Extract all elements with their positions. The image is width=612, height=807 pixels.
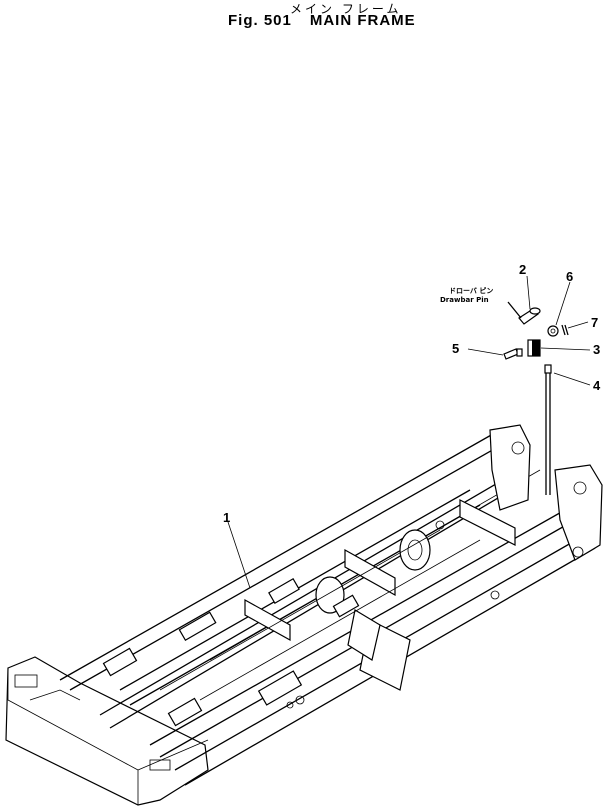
page-title: Fig. 501 MAIN FRAME [228,12,434,29]
cotter-pin-part [561,324,569,336]
callout-3: 3 [593,342,600,357]
bolt-part [503,348,523,360]
drawbar-pin-label-jp: ドローバ ピン [449,286,493,295]
long-bolt-part [544,364,552,495]
drawbar-pin-label-en: Drawbar Pin [440,296,489,304]
callout-1: 1 [223,510,230,525]
collar-part [527,339,541,357]
drawbar-pin-label: ドローバ ピン Drawbar Pin [440,286,493,304]
main-frame-part [5,424,603,806]
drawbar-pin-part [507,301,541,325]
figure-number: Fig. 501 [228,12,292,29]
callout-5: 5 [452,341,459,356]
callout-6: 6 [566,269,573,284]
page-title-japanese: メイン フレーム [290,2,402,16]
figure-title: MAIN FRAME [309,12,416,29]
callout-7: 7 [591,315,598,330]
leader-lines [227,275,591,589]
callout-4: 4 [593,378,601,393]
nut-part [547,325,559,337]
callout-2: 2 [519,262,526,277]
